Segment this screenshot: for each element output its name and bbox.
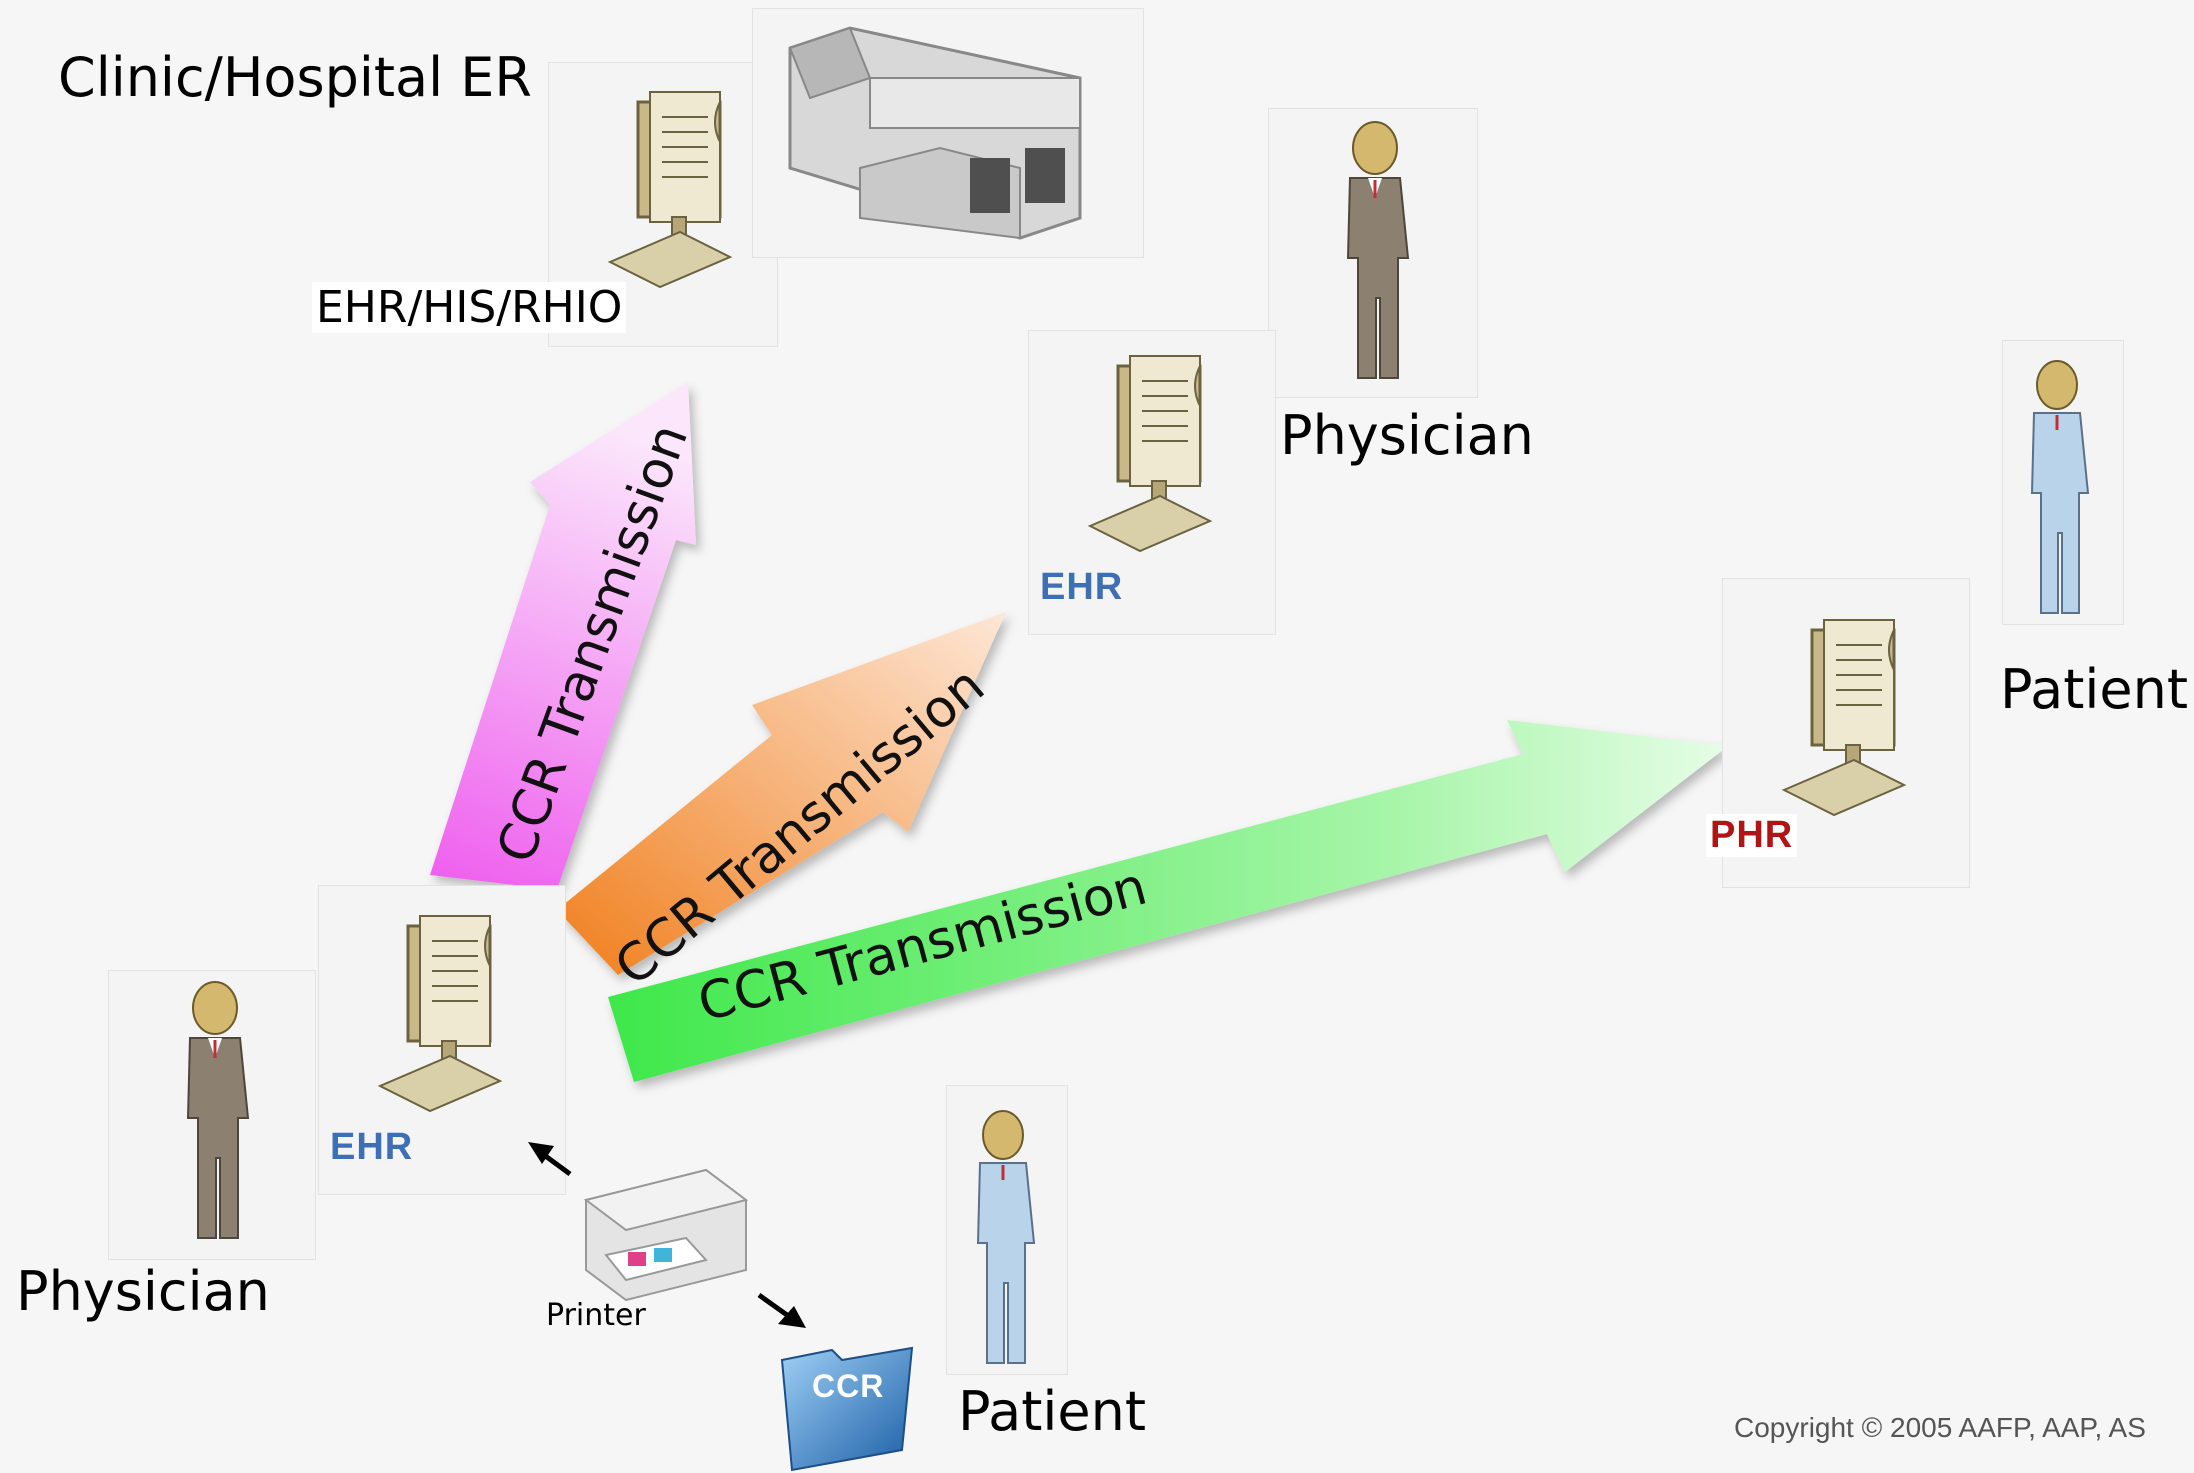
physician-top-icon: [1346, 121, 1410, 379]
ccr-folder-icon: [780, 1346, 914, 1472]
computer-icon: [1087, 355, 1213, 553]
arrow-to-ehr-icon: [528, 1142, 554, 1164]
patient-right-icon: [2030, 360, 2090, 614]
physician-left-label: Physician: [16, 1260, 270, 1323]
small-arrows: [528, 1142, 572, 1177]
ehr-mid-badge: EHR: [1040, 566, 1124, 608]
printer-label: Printer: [546, 1298, 646, 1333]
physician-left-icon: [186, 981, 250, 1239]
arrow-to-his: [430, 382, 696, 890]
patient-bottom-icon: [976, 1110, 1036, 1364]
printer-icon: [583, 1168, 749, 1302]
hospital-building-icon: [788, 26, 1082, 240]
phr-badge: PHR: [1706, 814, 1798, 857]
ehr-his-rhio-label: EHR/HIS/RHIO: [312, 282, 627, 333]
ccr-folder-badge: CCR: [812, 1368, 885, 1404]
computer-icon: [607, 91, 733, 289]
clinic-label: Clinic/Hospital ER: [58, 46, 532, 109]
arrow-to-physician: [557, 612, 1006, 975]
computer-icon: [1781, 619, 1907, 817]
patient-bottom-label: Patient: [958, 1380, 1147, 1443]
copyright-text: Copyright © 2005 AAFP, AAP, AS: [1734, 1412, 2146, 1443]
computer-icon: [377, 915, 503, 1113]
arrow-to-patient: [608, 720, 1728, 1082]
patient-right-label: Patient: [2000, 658, 2189, 721]
arrow-to-folder-icon: [757, 1292, 806, 1328]
ehr-left-badge: EHR: [330, 1126, 414, 1168]
physician-top-label: Physician: [1280, 404, 1534, 467]
